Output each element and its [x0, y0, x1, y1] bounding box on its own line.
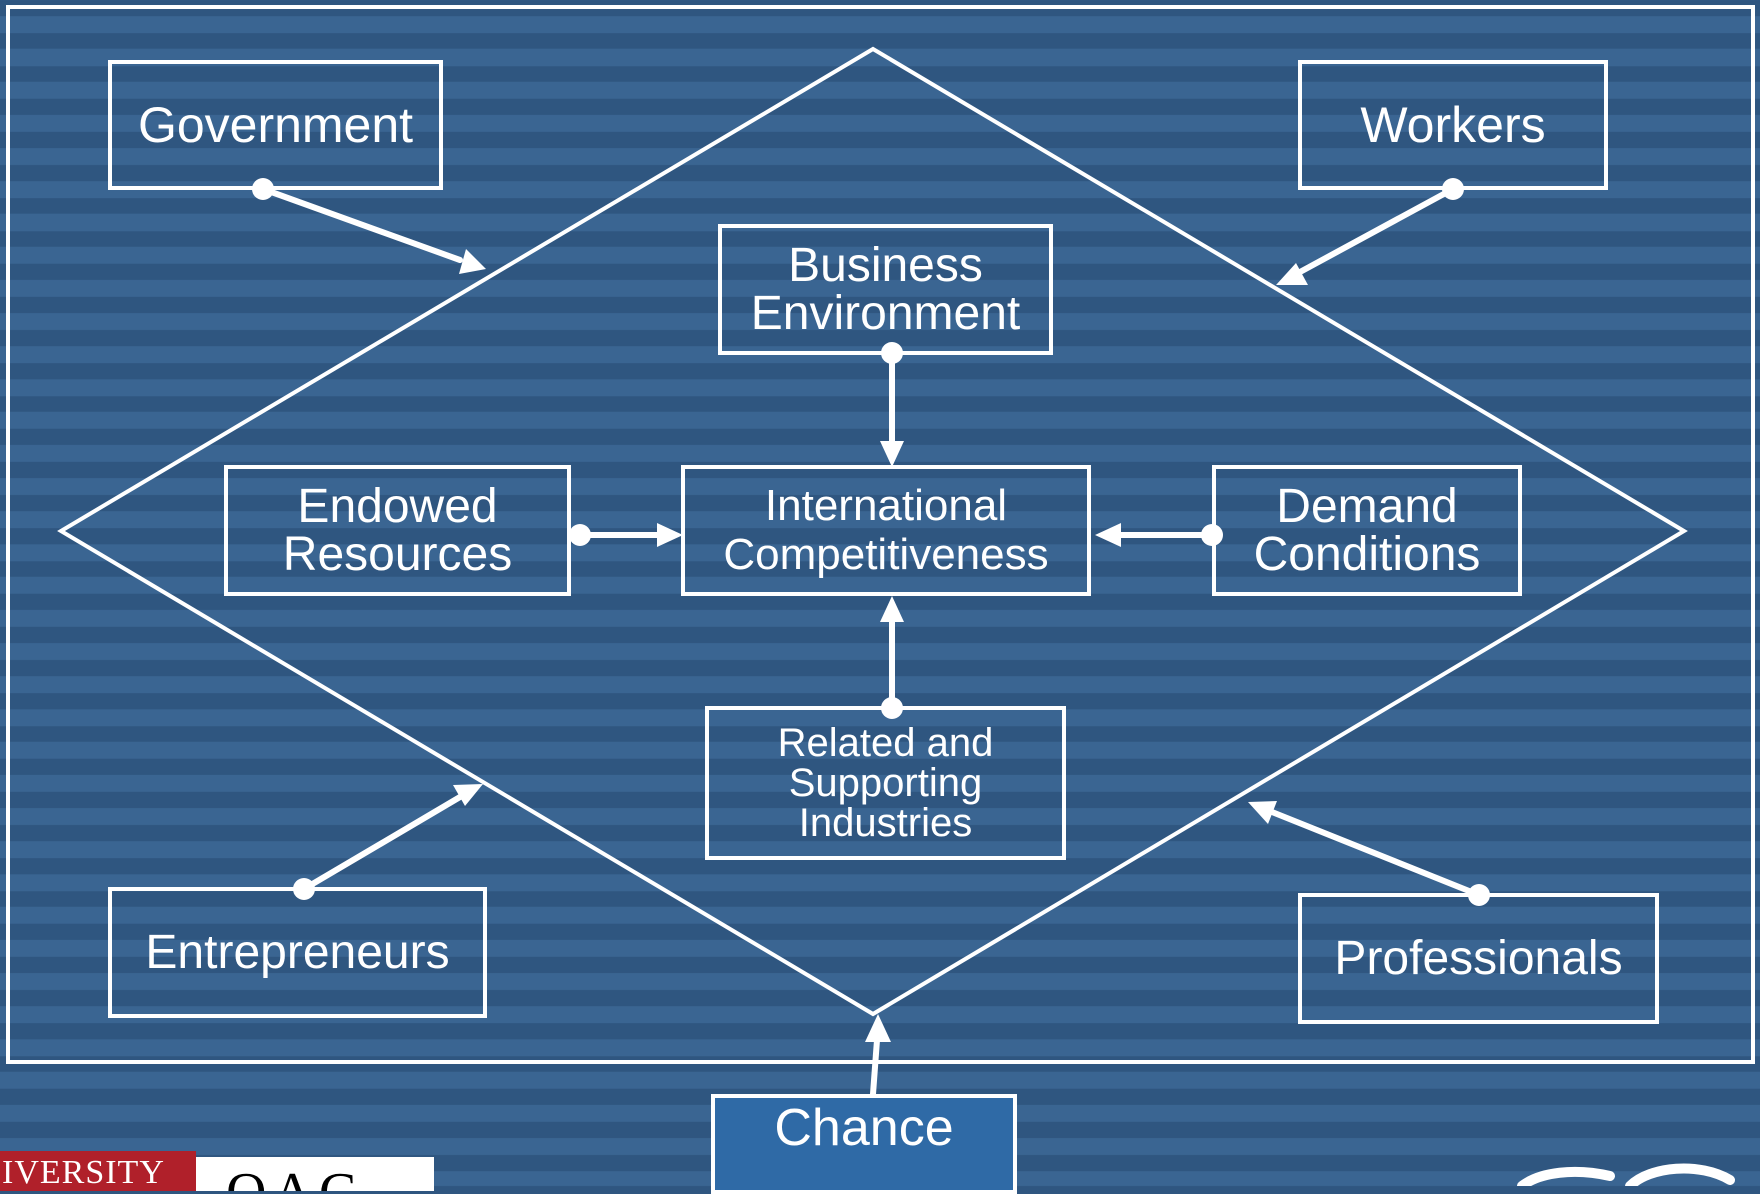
international-competitiveness-label: International Competitiveness: [723, 481, 1049, 579]
related-supporting-industries-label: Related and Supporting Industries: [777, 721, 994, 845]
arrow-professionals-to-diamond: [1248, 801, 1490, 906]
arrow-chance-to-diamond: [865, 1014, 891, 1097]
arrow-business-environment-to-center: [880, 342, 904, 467]
professionals-label: Professionals: [1334, 931, 1623, 985]
arrow-demand-conditions-to-center: [1095, 523, 1223, 547]
international-competitiveness-box: [681, 465, 1091, 596]
arrow-government-to-diamond: [252, 178, 486, 274]
business-environment-label: Business Environment: [750, 238, 1021, 340]
government-box: [108, 60, 443, 190]
workers-label: Workers: [1360, 97, 1546, 153]
endowed-resources-label: Endowed Resources: [282, 479, 513, 581]
demand-conditions-label: Demand Conditions: [1253, 479, 1481, 581]
corner-brand-mark: [1517, 1163, 1735, 1186]
government-label: Government: [137, 97, 414, 153]
arrow-endowed-resources-to-center: [569, 523, 683, 547]
diagram-frame: [6, 5, 1755, 1064]
arrow-entrepreneurs-to-diamond: [293, 784, 483, 900]
arrow-workers-to-diamond: [1276, 178, 1464, 285]
endowed-resources-box: [224, 465, 571, 596]
diamond-shape: [57, 46, 1688, 1017]
chance-label: Chance: [774, 1099, 954, 1157]
entrepreneurs-label: Entrepreneurs: [145, 925, 450, 979]
arrow-related-industries-to-center: [880, 596, 904, 719]
university-logo: IVERSITY: [0, 1151, 196, 1191]
